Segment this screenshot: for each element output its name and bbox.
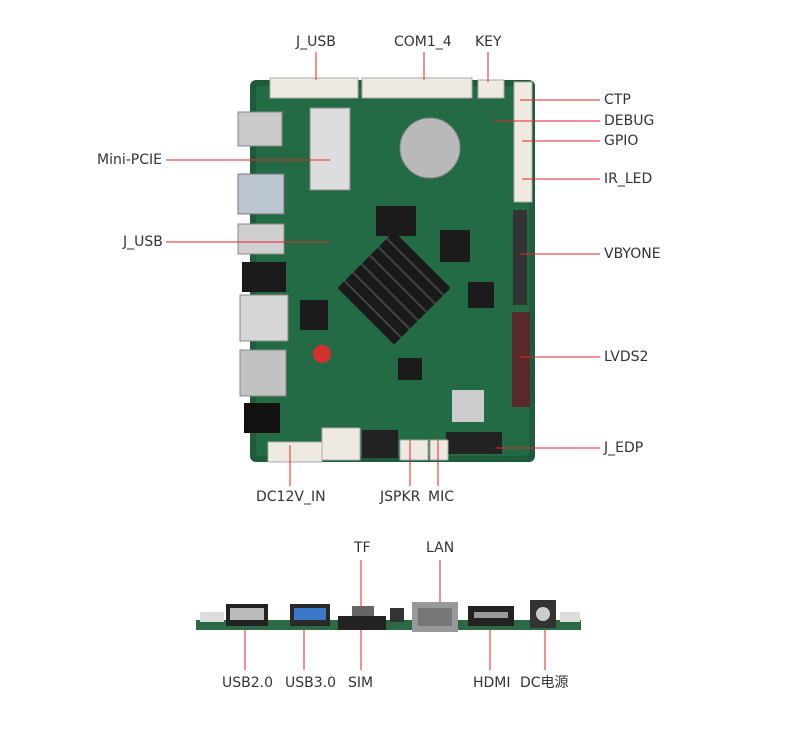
label-lvds2: LVDS2 (604, 349, 649, 365)
label-dc12v-in: DC12V_IN (256, 489, 326, 505)
pcb-side-view (196, 600, 581, 632)
label-key: KEY (475, 34, 502, 50)
pcb-top-view (237, 77, 535, 463)
label-debug: DEBUG (604, 113, 655, 129)
label-usb2: USB2.0 (222, 675, 274, 691)
label-mini-pcie: Mini-PCIE (97, 152, 162, 168)
label-ir-led: IR_LED (604, 171, 653, 187)
label-ctp: CTP (604, 92, 631, 108)
label-sim: SIM (348, 675, 374, 691)
leader-lines (166, 52, 600, 670)
label-com1-4: COM1_4 (394, 34, 452, 50)
label-dc-power: DC电源 (520, 675, 569, 691)
label-tf: TF (354, 540, 371, 556)
label-vbyone: VBYONE (604, 246, 661, 262)
label-lan: LAN (426, 540, 455, 556)
label-j-usb-top: J_USB (296, 34, 336, 50)
label-hdmi: HDMI (473, 675, 511, 691)
label-jspkr: JSPKR (380, 489, 421, 505)
label-j-usb-left: J_USB (123, 234, 163, 250)
label-usb3: USB3.0 (285, 675, 337, 691)
label-j-edp: J_EDP (604, 440, 644, 456)
label-gpio: GPIO (604, 133, 639, 149)
label-mic: MIC (428, 489, 454, 505)
